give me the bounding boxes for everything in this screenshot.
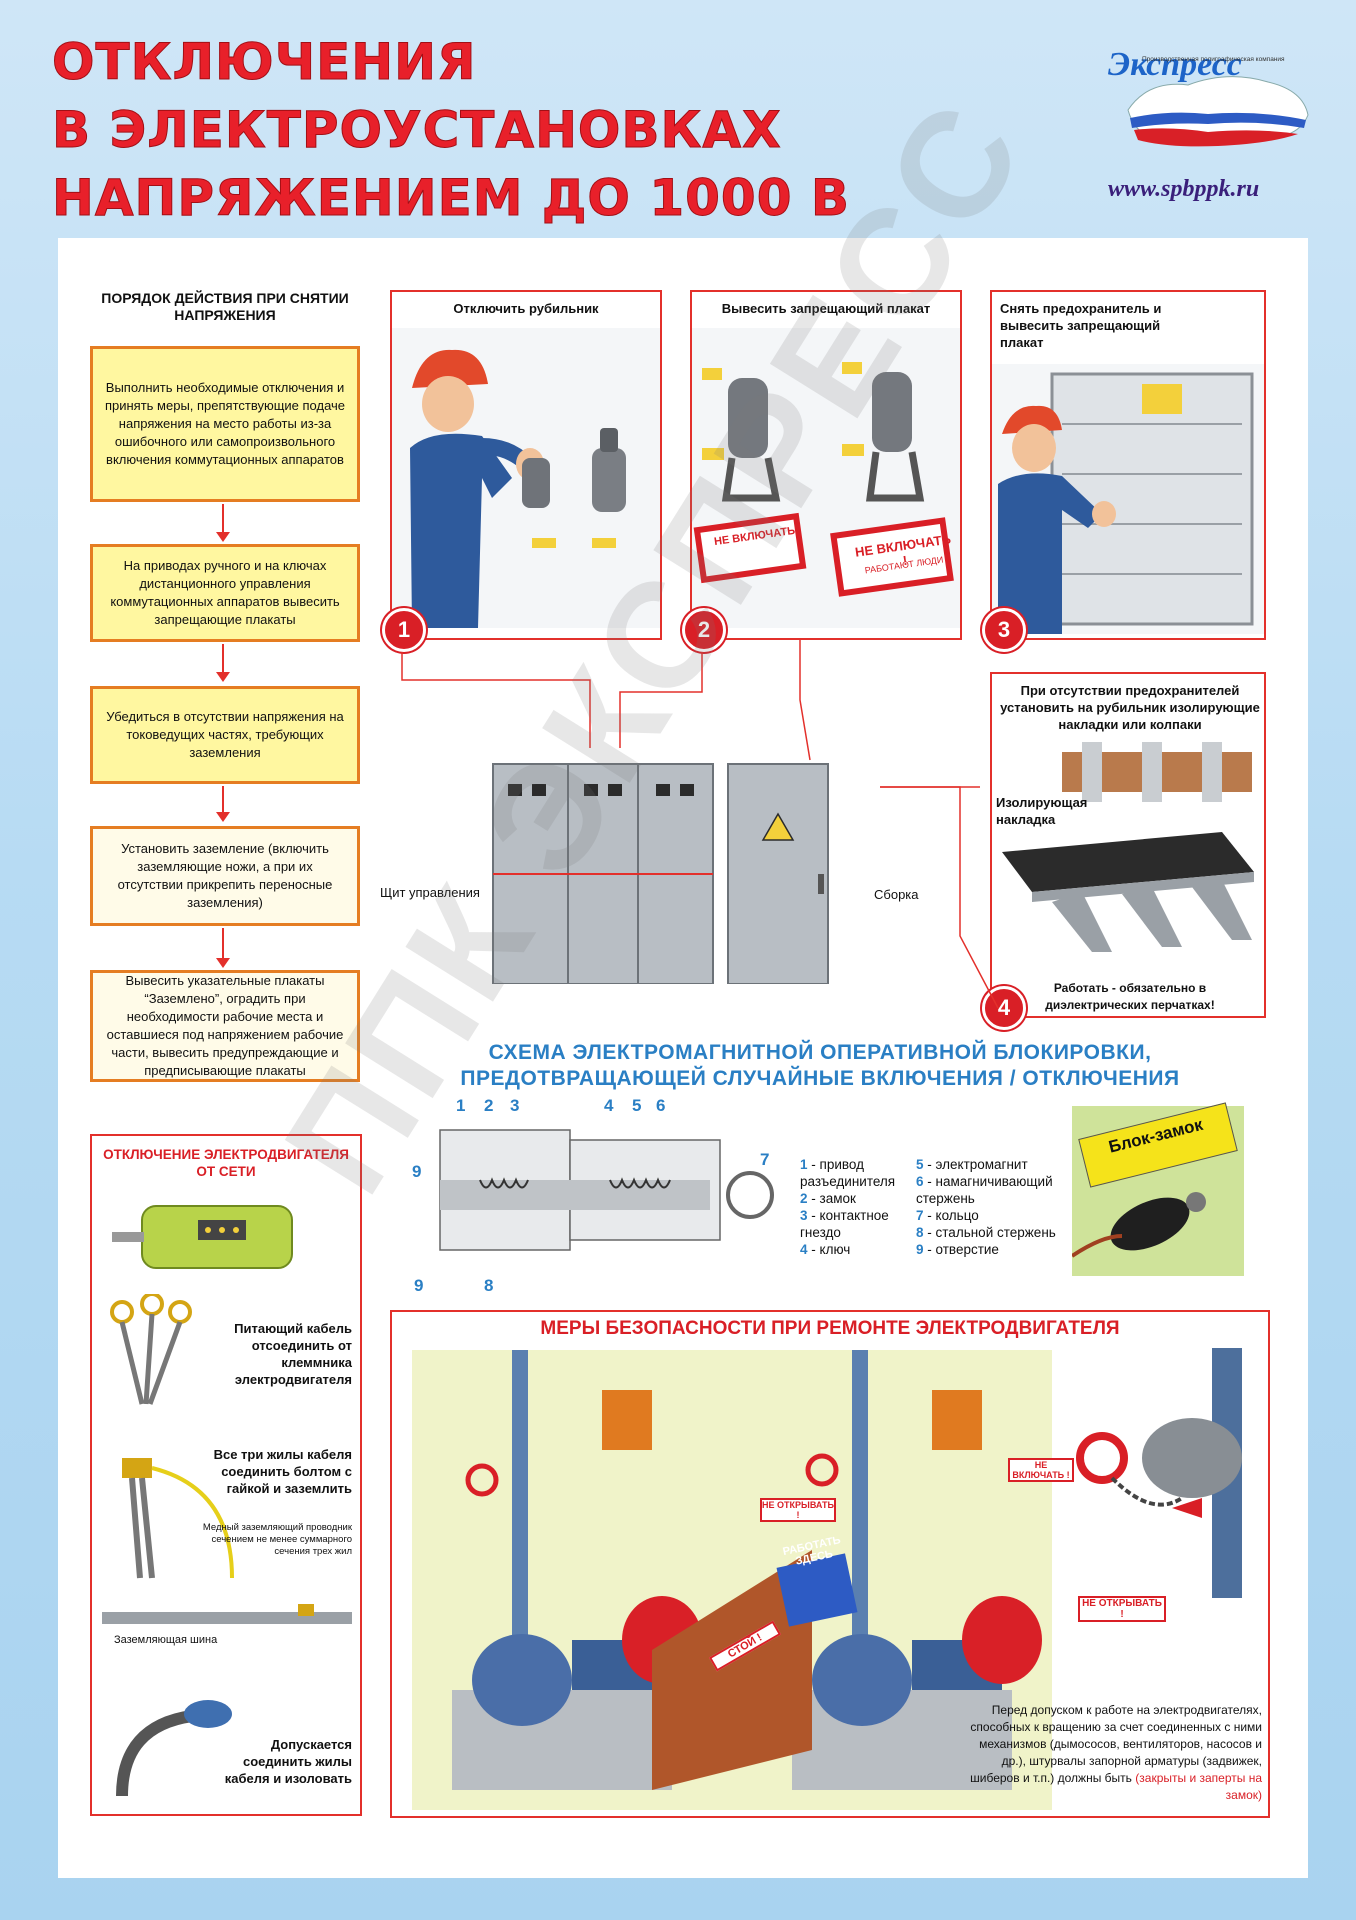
connector-line-4b bbox=[880, 786, 999, 1009]
sign-no-open-2: НЕ ОТКРЫВАТЬ ! bbox=[1078, 1596, 1166, 1622]
legend-num: 5 bbox=[916, 1157, 924, 1172]
part-number: 4 bbox=[604, 1096, 614, 1115]
block-lock-photo: Блок-замок bbox=[1072, 1102, 1244, 1276]
legend-text: - отверстие bbox=[927, 1242, 999, 1257]
copper-note: Медный заземляющий проводник сечением не… bbox=[202, 1522, 352, 1557]
cable-ends-icon bbox=[110, 1294, 192, 1405]
step-arrow bbox=[216, 928, 230, 968]
sign-no-switch-pump: НЕ ВКЛЮЧАТЬ ! bbox=[1008, 1458, 1074, 1482]
switchboard-illustration bbox=[492, 763, 829, 984]
motor-disconnect-panel: ОТКЛЮЧЕНИЕ ЭЛЕКТРОДВИГАТЕЛЯ ОТ СЕТИ Пита… bbox=[90, 1134, 362, 1816]
panel-1-caption: Отключить рубильник bbox=[453, 301, 599, 316]
russia-map-icon bbox=[1127, 76, 1309, 147]
legend-text: - стальной стержень bbox=[927, 1225, 1056, 1240]
part-number: 6 bbox=[656, 1096, 666, 1115]
step-number-2: 2 bbox=[682, 608, 726, 652]
step-arrow bbox=[216, 504, 230, 542]
title-line-2: В ЭЛЕКТРОУСТАНОВКАХ bbox=[51, 101, 782, 160]
part-number: 9 bbox=[412, 1162, 422, 1181]
legend-num: 9 bbox=[916, 1242, 924, 1257]
repair-note: Перед допуском к работе на электродвигат… bbox=[962, 1702, 1262, 1804]
fuse-cabinet-illustration bbox=[992, 364, 1264, 634]
procedure-step-1: Выполнить необходимые отключения и приня… bbox=[90, 346, 360, 502]
title-line-1: ОТКЛЮЧЕНИЯ bbox=[51, 33, 477, 92]
pump-room-illustration bbox=[412, 1350, 1052, 1810]
step-arrow bbox=[216, 644, 230, 682]
legend-text: - контактное гнездо bbox=[800, 1208, 889, 1240]
gloves-note: Работать - обязательно в диэлектрических… bbox=[1045, 981, 1215, 1012]
title-line-3: НАПРЯЖЕНИЕМ ДО 1000 В bbox=[51, 169, 851, 228]
sign-no-open-1: НЕ ОТКРЫВАТЬ ! bbox=[760, 1498, 836, 1522]
motor-icon bbox=[112, 1205, 293, 1269]
interlock-legend-left: 1 - привод разъединителя 2 - замок 3 - к… bbox=[800, 1156, 910, 1258]
part-number: 9 bbox=[414, 1276, 424, 1295]
insulating-pad-label: Изолирующая накладка bbox=[996, 795, 1088, 827]
insulating-cover-illustration bbox=[1002, 742, 1254, 952]
repair-note-red: (закрыты и заперты на замок) bbox=[1135, 1771, 1262, 1802]
valve-lock-illustration bbox=[1076, 1348, 1242, 1598]
legend-num: 1 bbox=[800, 1157, 808, 1172]
part-number: 3 bbox=[510, 1096, 520, 1115]
panel-2-caption: Вывесить запрещающий плакат bbox=[721, 301, 931, 316]
panel-hang-sign: Вывесить запрещающий плакат НЕ ВКЛЮЧАТЬ … bbox=[690, 290, 962, 640]
legend-text: - ключ bbox=[811, 1242, 851, 1257]
panel-insulating-cover: При отсутствии предохранителей установит… bbox=[990, 672, 1266, 1018]
motor-disconnect-heading: ОТКЛЮЧЕНИЕ ЭЛЕКТРОДВИГАТЕЛЯ ОТ СЕТИ bbox=[103, 1147, 349, 1179]
bolt-grounding-icon bbox=[122, 1458, 234, 1579]
repair-safety-panel: МЕРЫ БЕЗОПАСНОСТИ ПРИ РЕМОНТЕ ЭЛЕКТРОДВИ… bbox=[390, 1310, 1270, 1818]
panel-remove-fuse: Снять предохранитель и вывесить запрещаю… bbox=[990, 290, 1266, 640]
part-number: 1 bbox=[456, 1096, 466, 1115]
page-title: ОТКЛЮЧЕНИЯ В ЭЛЕКТРОУСТАНОВКАХ НАПРЯЖЕНИ… bbox=[51, 28, 851, 232]
step-number-1: 1 bbox=[382, 608, 426, 652]
bolt-note: Все три жилы кабеля соединить болтом с г… bbox=[213, 1447, 352, 1496]
legend-text: - замок bbox=[811, 1191, 856, 1206]
assembly-label: Сборка bbox=[874, 887, 919, 902]
legend-text: - кольцо bbox=[927, 1208, 979, 1223]
legend-text: - намагничивающий стержень bbox=[916, 1174, 1053, 1206]
procedure-step-4: Установить заземление (включить заземляю… bbox=[90, 826, 360, 926]
ground-bus-label: Заземляющая шина bbox=[114, 1634, 218, 1646]
step-number-3: 3 bbox=[982, 608, 1026, 652]
panel-3-caption: Снять предохранитель и вывесить запрещаю… bbox=[1000, 301, 1162, 350]
panel-switch-off: Отключить рубильник bbox=[390, 290, 662, 640]
interlock-legend-right: 5 - электромагнит 6 - намагничивающий ст… bbox=[916, 1156, 1076, 1258]
procedure-heading: ПОРЯДОК ДЕЙСТВИЯ ПРИ СНЯТИИ НАПРЯЖЕНИЯ bbox=[101, 290, 349, 323]
publisher-url: www.spbppk.ru bbox=[1108, 176, 1260, 202]
part-number: 7 bbox=[760, 1150, 770, 1169]
legend-text: - электромагнит bbox=[927, 1157, 1028, 1172]
procedure-step-2: На приводах ручного и на ключах дистанци… bbox=[90, 544, 360, 642]
interlock-title-2: ПРЕДОТВРАЩАЮЩЕЙ СЛУЧАЙНЫЕ ВКЛЮЧЕНИЯ / ОТ… bbox=[460, 1067, 1180, 1090]
procedure-step-3: Убедиться в отсутствии напряжения на ток… bbox=[90, 686, 360, 784]
switch-with-sign-illustration bbox=[692, 328, 960, 628]
panel-4-caption: При отсутствии предохранителей установит… bbox=[1000, 683, 1260, 732]
part-number: 2 bbox=[484, 1096, 494, 1115]
part-number: 8 bbox=[484, 1276, 494, 1295]
interlock-diagram bbox=[439, 1129, 774, 1251]
cable-disconnect-note: Питающий кабель отсоединить от клеммника… bbox=[234, 1321, 352, 1387]
legend-text: - привод разъединителя bbox=[800, 1157, 896, 1189]
legend-num: 4 bbox=[800, 1242, 808, 1257]
procedure-step-5: Вывесить указательные плакаты “Заземлено… bbox=[90, 970, 360, 1082]
control-panel-label: Щит управления bbox=[380, 885, 480, 900]
brand-tagline: Производственная полиграфическая компани… bbox=[1142, 56, 1285, 63]
step-arrow bbox=[216, 786, 230, 822]
legend-num: 2 bbox=[800, 1191, 808, 1206]
isolate-note: Допускается соединить жилы кабеля и изол… bbox=[224, 1737, 352, 1786]
part-number: 5 bbox=[632, 1096, 642, 1115]
brand-name: Экспресс bbox=[1108, 46, 1242, 83]
insulated-cable-icon bbox=[116, 1700, 232, 1796]
connector-lines bbox=[401, 640, 811, 761]
repair-heading: МЕРЫ БЕЗОПАСНОСТИ ПРИ РЕМОНТЕ ЭЛЕКТРОДВИ… bbox=[540, 1318, 1120, 1339]
lock-icon bbox=[1072, 1192, 1206, 1258]
publisher-logo: Экспресс Производственная полиграфическа… bbox=[1108, 40, 1318, 160]
legend-num: 3 bbox=[800, 1208, 808, 1223]
legend-num: 8 bbox=[916, 1225, 924, 1240]
ground-bus-icon bbox=[102, 1604, 352, 1624]
step-number-4: 4 bbox=[982, 986, 1026, 1030]
repair-note-main: Перед допуском к работе на электродвигат… bbox=[970, 1703, 1262, 1785]
legend-num: 7 bbox=[916, 1208, 924, 1223]
worker-switch-illustration bbox=[392, 328, 660, 628]
interlock-title-1: СХЕМА ЭЛЕКТРОМАГНИТНОЙ ОПЕРАТИВНОЙ БЛОКИ… bbox=[488, 1041, 1152, 1064]
legend-num: 6 bbox=[916, 1174, 924, 1189]
